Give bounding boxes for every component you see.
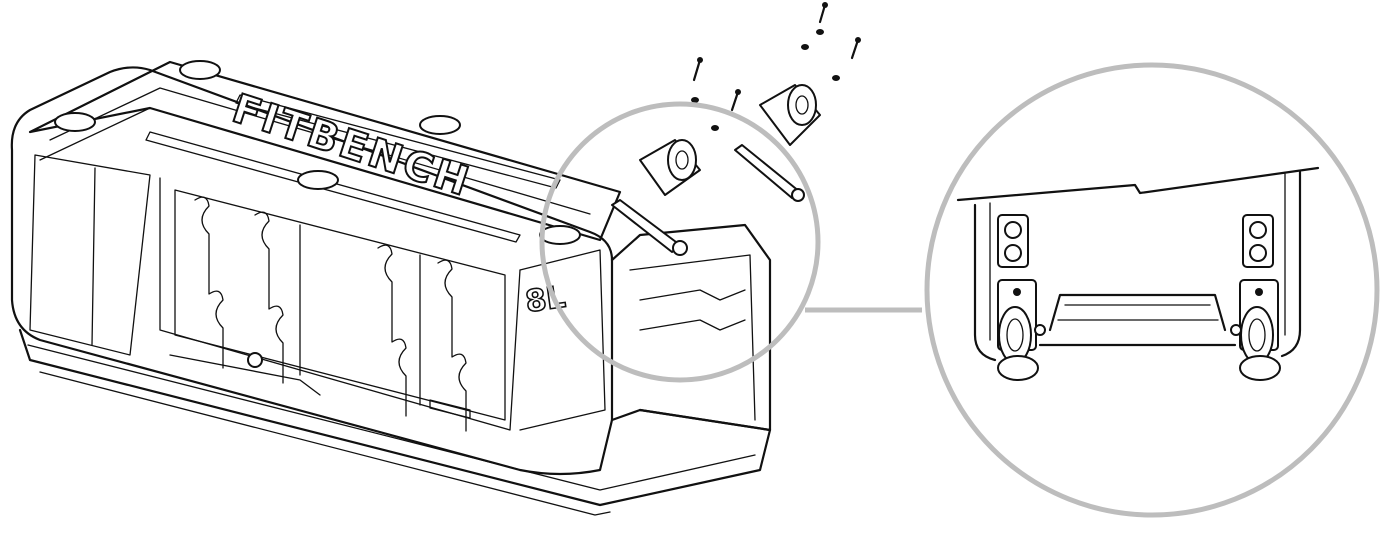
mounting-plate	[734, 144, 805, 202]
storage-rack	[169, 196, 471, 432]
caster-wheel	[639, 139, 701, 196]
zoomed-caster-detail	[956, 166, 1320, 381]
bench-body: FITBENCH 8L	[10, 60, 772, 516]
caster-wheel	[759, 84, 821, 146]
mounting-plate	[611, 199, 688, 256]
detail-callout	[539, 62, 1380, 518]
screw	[691, 2, 861, 131]
